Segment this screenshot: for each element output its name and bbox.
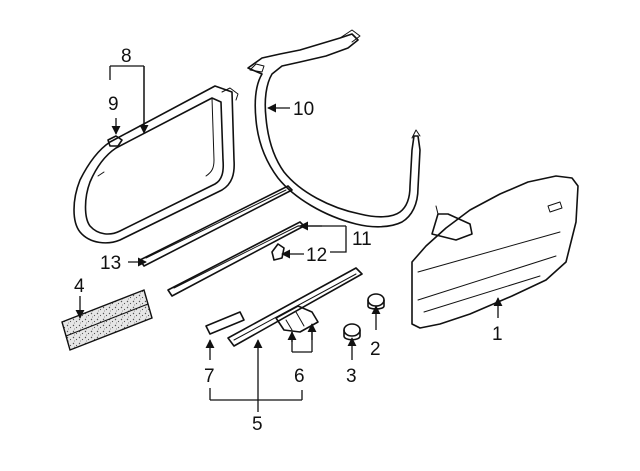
callout-4: 4 bbox=[74, 276, 85, 297]
callout-8: 8 bbox=[121, 46, 132, 67]
leader-6 bbox=[291, 324, 313, 353]
callout-3: 3 bbox=[346, 366, 357, 387]
door-inner-seal-part bbox=[73, 85, 239, 244]
callout-12: 12 bbox=[306, 245, 327, 266]
leader-5 bbox=[209, 388, 303, 412]
molding-11-part bbox=[167, 221, 305, 297]
insulator-pad-4-part bbox=[61, 289, 153, 351]
callout-7: 7 bbox=[204, 366, 215, 387]
callout-1: 1 bbox=[492, 324, 503, 345]
callout-10: 10 bbox=[293, 99, 314, 120]
clip-9-part bbox=[107, 135, 123, 147]
callout-5: 5 bbox=[252, 414, 263, 435]
door-shell-1-part bbox=[411, 175, 579, 329]
opening-weatherstrip-part bbox=[247, 29, 421, 228]
callout-13: 13 bbox=[100, 253, 121, 274]
bracket-12-part bbox=[271, 243, 285, 261]
callout-2: 2 bbox=[370, 339, 381, 360]
sill-brackets-6-part bbox=[275, 305, 319, 333]
callout-6: 6 bbox=[294, 366, 305, 387]
belt-molding-13-part bbox=[139, 185, 293, 267]
cap-3-part bbox=[343, 323, 361, 341]
callout-11: 11 bbox=[352, 229, 372, 250]
callout-9: 9 bbox=[108, 94, 119, 115]
sill-insert-7-part bbox=[205, 311, 245, 335]
